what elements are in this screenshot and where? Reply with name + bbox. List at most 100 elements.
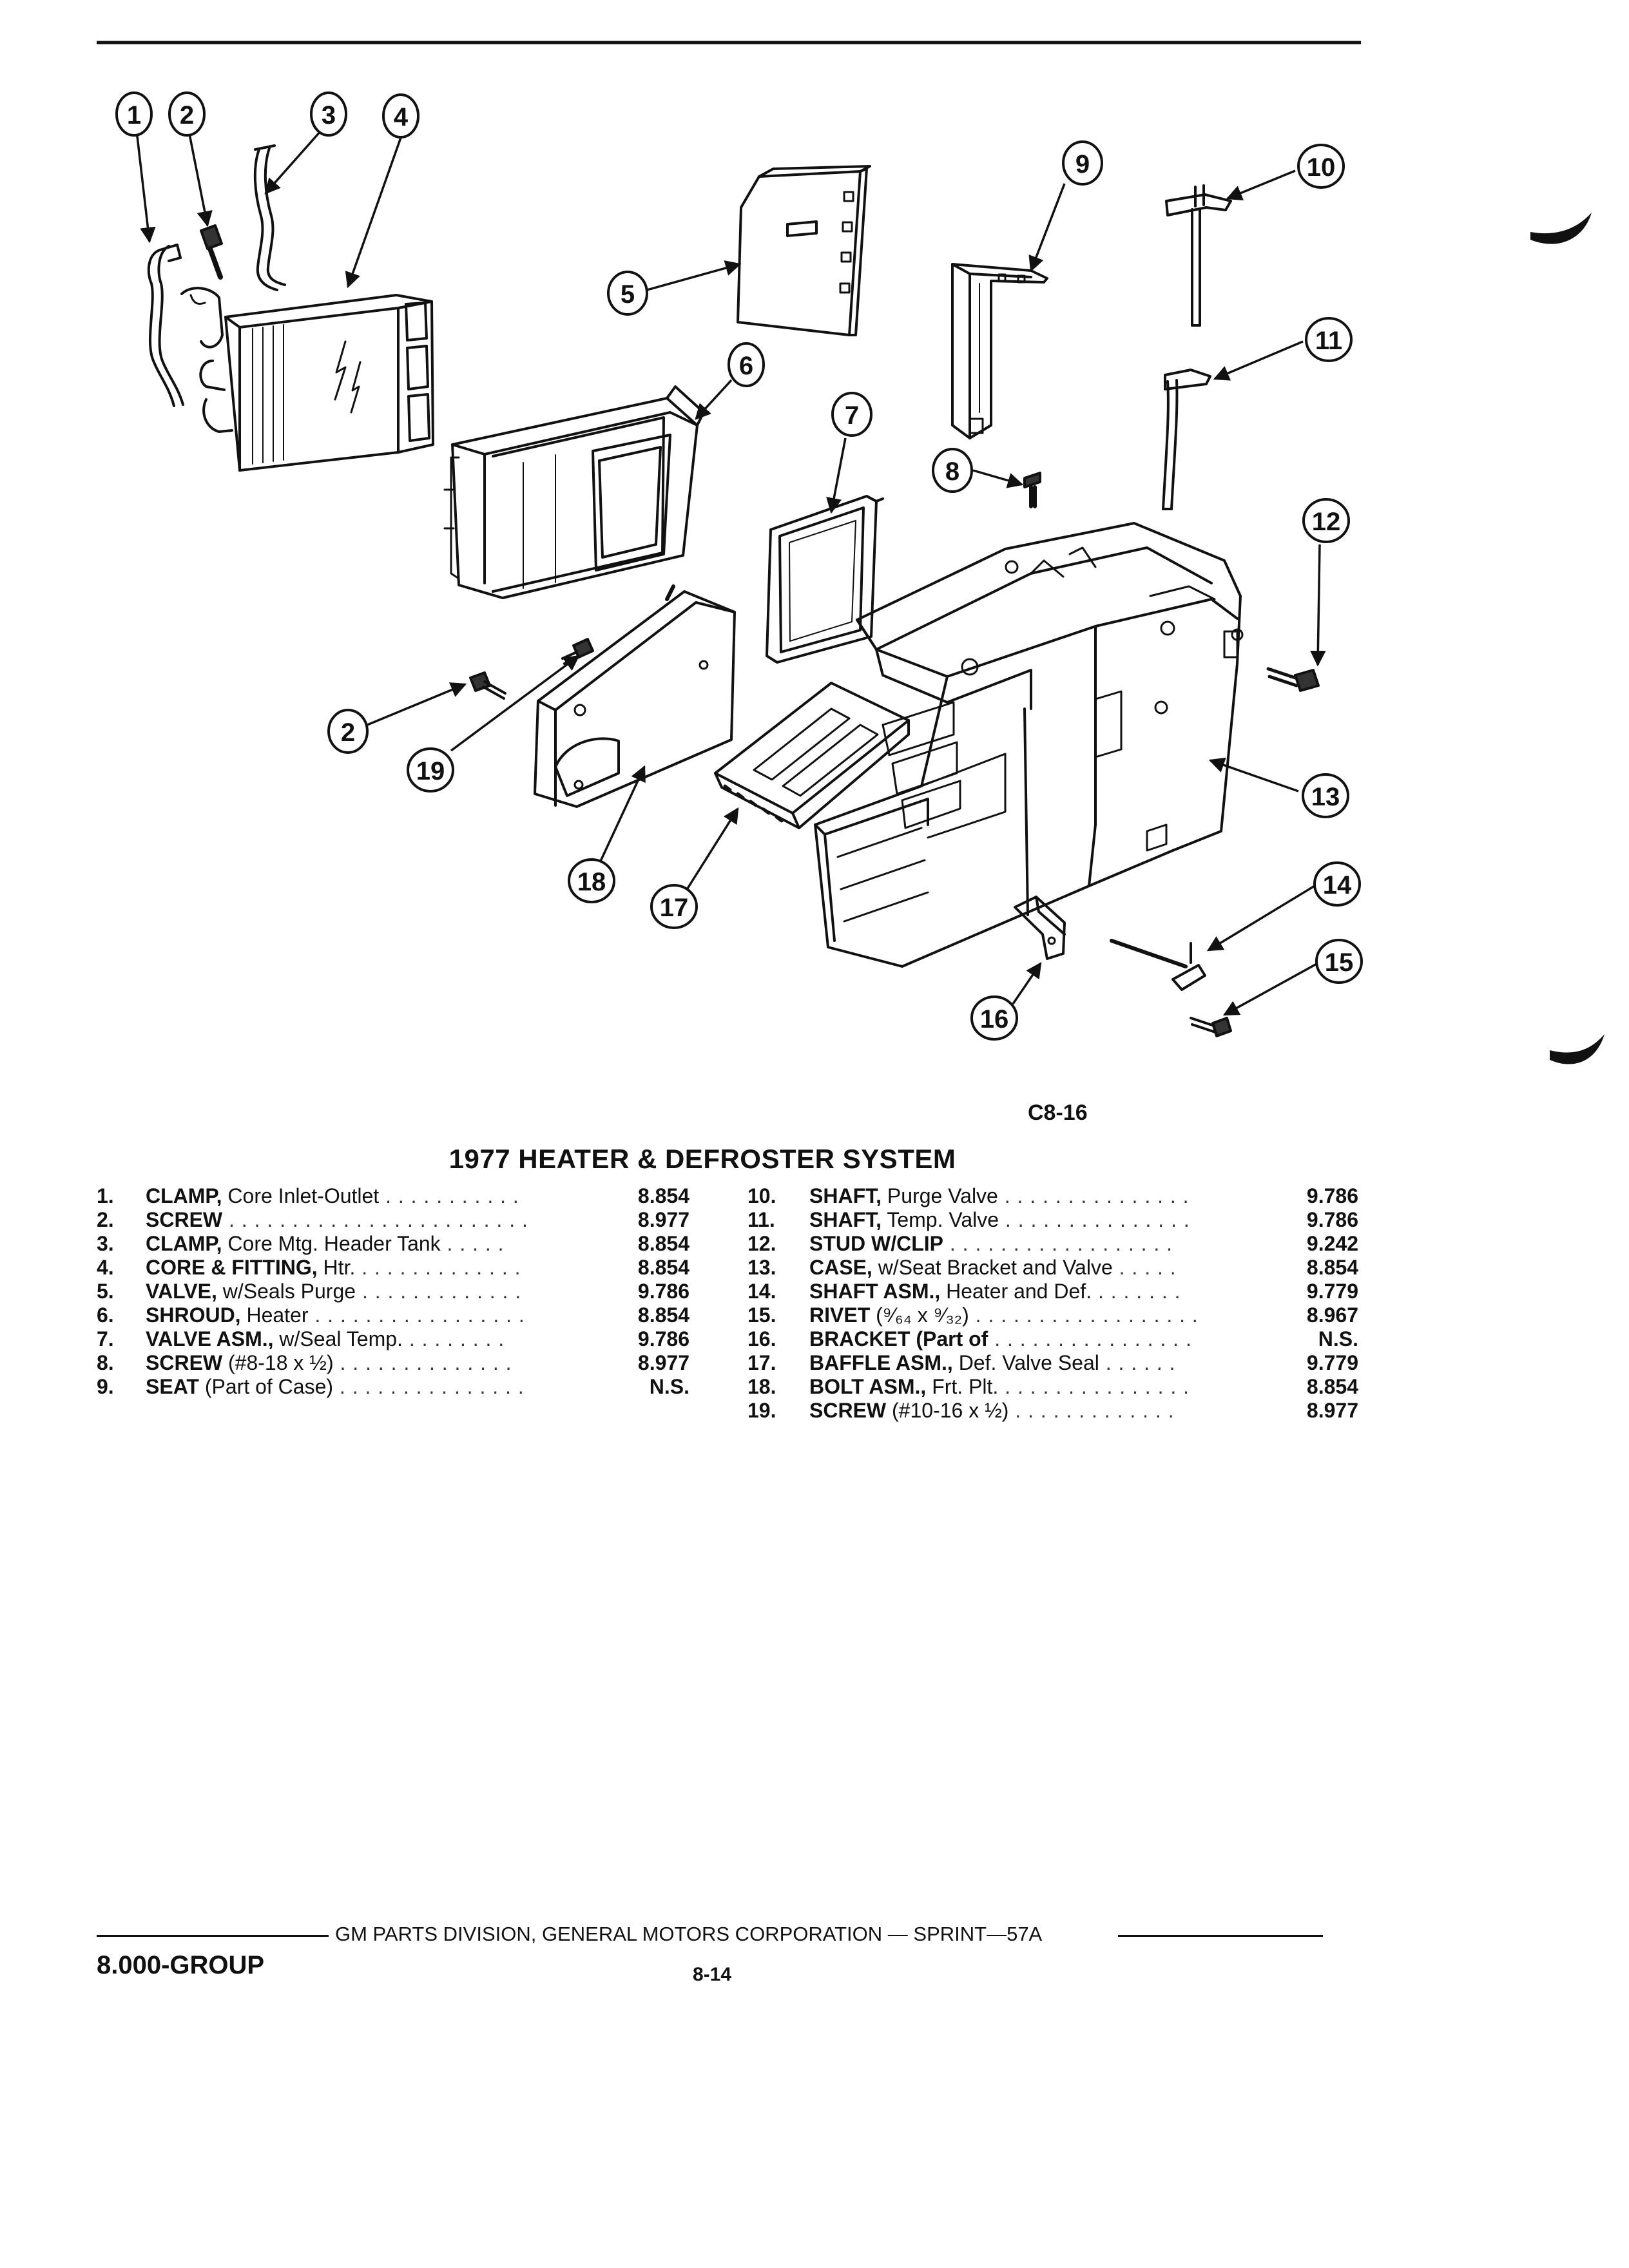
- callout-12: [1302, 498, 1350, 543]
- callout-11: [1305, 317, 1353, 362]
- part-2-screw-lower: [469, 671, 506, 700]
- page-title: 1977 HEATER & DEFROSTER SYSTEM: [448, 1144, 956, 1174]
- part-number: 5.: [97, 1280, 114, 1303]
- callout-2-lower: [327, 709, 369, 754]
- part-description: CLAMP, Core Mtg. Header Tank . . . . .: [146, 1232, 505, 1255]
- group-code: 8.854: [632, 1232, 689, 1256]
- callout-4: [382, 93, 419, 139]
- group-code: N.S.: [644, 1375, 689, 1399]
- binding-marks: [1530, 213, 1605, 1064]
- part-number: 3.: [97, 1232, 114, 1255]
- part-row: 3. CLAMP, Core Mtg. Header Tank . . . . .…: [97, 1232, 689, 1256]
- callout-label: 2: [180, 101, 194, 130]
- part-row: 4. CORE & FITTING, Htr. . . . . . . . . .…: [97, 1256, 689, 1280]
- part-row: 16.BRACKET (Part of . . . . . . . . . . …: [747, 1327, 1358, 1351]
- part-row: 15.RIVET (⁹⁄₆₄ x ⁹⁄₃₂) . . . . . . . . .…: [747, 1303, 1358, 1327]
- part-row: 7.VALVE ASM., w/Seal Temp. . . . . . . .…: [97, 1327, 689, 1351]
- part-description: SHAFT ASM., Heater and Def. . . . . . . …: [809, 1280, 1181, 1303]
- group-code: 8.977: [632, 1208, 689, 1232]
- group-code: 8.977: [632, 1351, 689, 1375]
- callout-16: [970, 995, 1018, 1041]
- part-row: 11.SHAFT, Temp. Valve . . . . . . . . . …: [747, 1208, 1358, 1232]
- part-17-baffle: [714, 682, 910, 829]
- part-row: 10.SHAFT, Purge Valve . . . . . . . . . …: [747, 1184, 1358, 1208]
- part-description: SHROUD, Heater . . . . . . . . . . . . .…: [146, 1303, 525, 1327]
- part-number: 2.: [97, 1208, 114, 1231]
- part-row: 14. SHAFT ASM., Heater and Def. . . . . .…: [747, 1280, 1358, 1303]
- callout-9: [1062, 140, 1103, 186]
- group-code: 8.854: [632, 1184, 689, 1208]
- callout-label: 9: [1075, 150, 1090, 178]
- part-number: 17.: [747, 1351, 776, 1374]
- callout-label: 3: [322, 101, 336, 130]
- part-number: 19.: [747, 1399, 776, 1422]
- group-code: 8.854: [1301, 1375, 1358, 1399]
- part-description: CLAMP, Core Inlet-Outlet . . . . . . . .…: [146, 1184, 519, 1207]
- part-13-case: [814, 522, 1244, 968]
- part-6-shroud: [443, 385, 705, 599]
- callout-18: [568, 858, 615, 903]
- callout-label: 13: [1311, 783, 1340, 811]
- callout-label: 16: [980, 1005, 1009, 1033]
- part-number: 4.: [97, 1256, 114, 1279]
- callout-5: [607, 271, 648, 316]
- group-code: 9.242: [1301, 1232, 1358, 1256]
- group-code: 8.854: [1301, 1256, 1358, 1280]
- part-number: 1.: [97, 1184, 114, 1207]
- part-description: STUD W/CLIP . . . . . . . . . . . . . . …: [809, 1232, 1173, 1255]
- callout-2: [168, 91, 206, 137]
- part-number: 6.: [97, 1303, 114, 1327]
- part-7-valve-asm: [766, 495, 884, 664]
- callout-3: [310, 91, 347, 137]
- part-description: CORE & FITTING, Htr. . . . . . . . . . .…: [146, 1256, 521, 1279]
- group-code: 9.786: [632, 1280, 689, 1303]
- group-code: 9.786: [1301, 1184, 1358, 1208]
- group-code: 9.779: [1301, 1351, 1358, 1375]
- part-number: 14.: [747, 1280, 776, 1303]
- part-number: 18.: [747, 1375, 776, 1398]
- group-code: 8.854: [632, 1303, 689, 1327]
- part-description: SCREW (#10-16 x ½) . . . . . . . . . . .…: [809, 1399, 1175, 1422]
- part-description: SEAT (Part of Case) . . . . . . . . . . …: [146, 1375, 525, 1398]
- part-5-valve: [737, 165, 871, 336]
- callout-label: 17: [660, 894, 689, 922]
- part-row: 12.STUD W/CLIP . . . . . . . . . . . . .…: [747, 1232, 1358, 1256]
- callout-label: 10: [1307, 153, 1336, 182]
- callout-label: 12: [1312, 508, 1341, 536]
- group-code: 8.854: [632, 1256, 689, 1280]
- group-code: 9.779: [1301, 1280, 1358, 1303]
- callout-8: [932, 448, 973, 493]
- footer-rule-left: [97, 1935, 329, 1937]
- callout-15: [1315, 939, 1363, 984]
- group-code: 8.977: [1301, 1399, 1358, 1423]
- part-description: SHAFT, Purge Valve . . . . . . . . . . .…: [809, 1184, 1190, 1207]
- page-number: 8-14: [693, 1964, 732, 1985]
- part-3-clamp: [253, 144, 286, 291]
- part-row: 2.SCREW . . . . . . . . . . . . . . . . …: [97, 1208, 689, 1232]
- group-code: 8.967: [1301, 1303, 1358, 1327]
- part-number: 16.: [747, 1327, 776, 1350]
- part-row: 1. CLAMP, Core Inlet-Outlet . . . . . . .…: [97, 1184, 689, 1208]
- callout-label: 1: [127, 101, 141, 130]
- callout-7: [831, 392, 872, 437]
- parts-list-left: 1. CLAMP, Core Inlet-Outlet . . . . . . .…: [97, 1184, 689, 1399]
- part-14-shaft-asm: [1110, 939, 1206, 991]
- part-12-stud: [1266, 667, 1320, 692]
- figure-code: C8-16: [1028, 1100, 1088, 1125]
- callout-1: [115, 91, 153, 137]
- callout-label: 7: [845, 401, 859, 430]
- part-4-heater-core: [180, 287, 434, 472]
- callout-14: [1313, 861, 1361, 907]
- part-description: VALVE ASM., w/Seal Temp. . . . . . . . .: [146, 1327, 505, 1350]
- part-row: 8.SCREW (#8-18 x ½) . . . . . . . . . . …: [97, 1351, 689, 1375]
- callout-label: 5: [621, 280, 635, 309]
- part-description: CASE, w/Seat Bracket and Valve . . . . .: [809, 1256, 1177, 1279]
- part-row: 13.CASE, w/Seat Bracket and Valve . . . …: [747, 1256, 1358, 1280]
- part-number: 15.: [747, 1303, 776, 1327]
- part-8-screw: [1023, 472, 1041, 508]
- exploded-parts-diagram: 1 2 3 4 5 6 7 8 9 10 11 12 13 14 15 16 1…: [97, 41, 1605, 1064]
- callout-label: 4: [394, 103, 409, 131]
- part-1-clamp: [147, 244, 184, 407]
- part-2-screw: [200, 224, 223, 280]
